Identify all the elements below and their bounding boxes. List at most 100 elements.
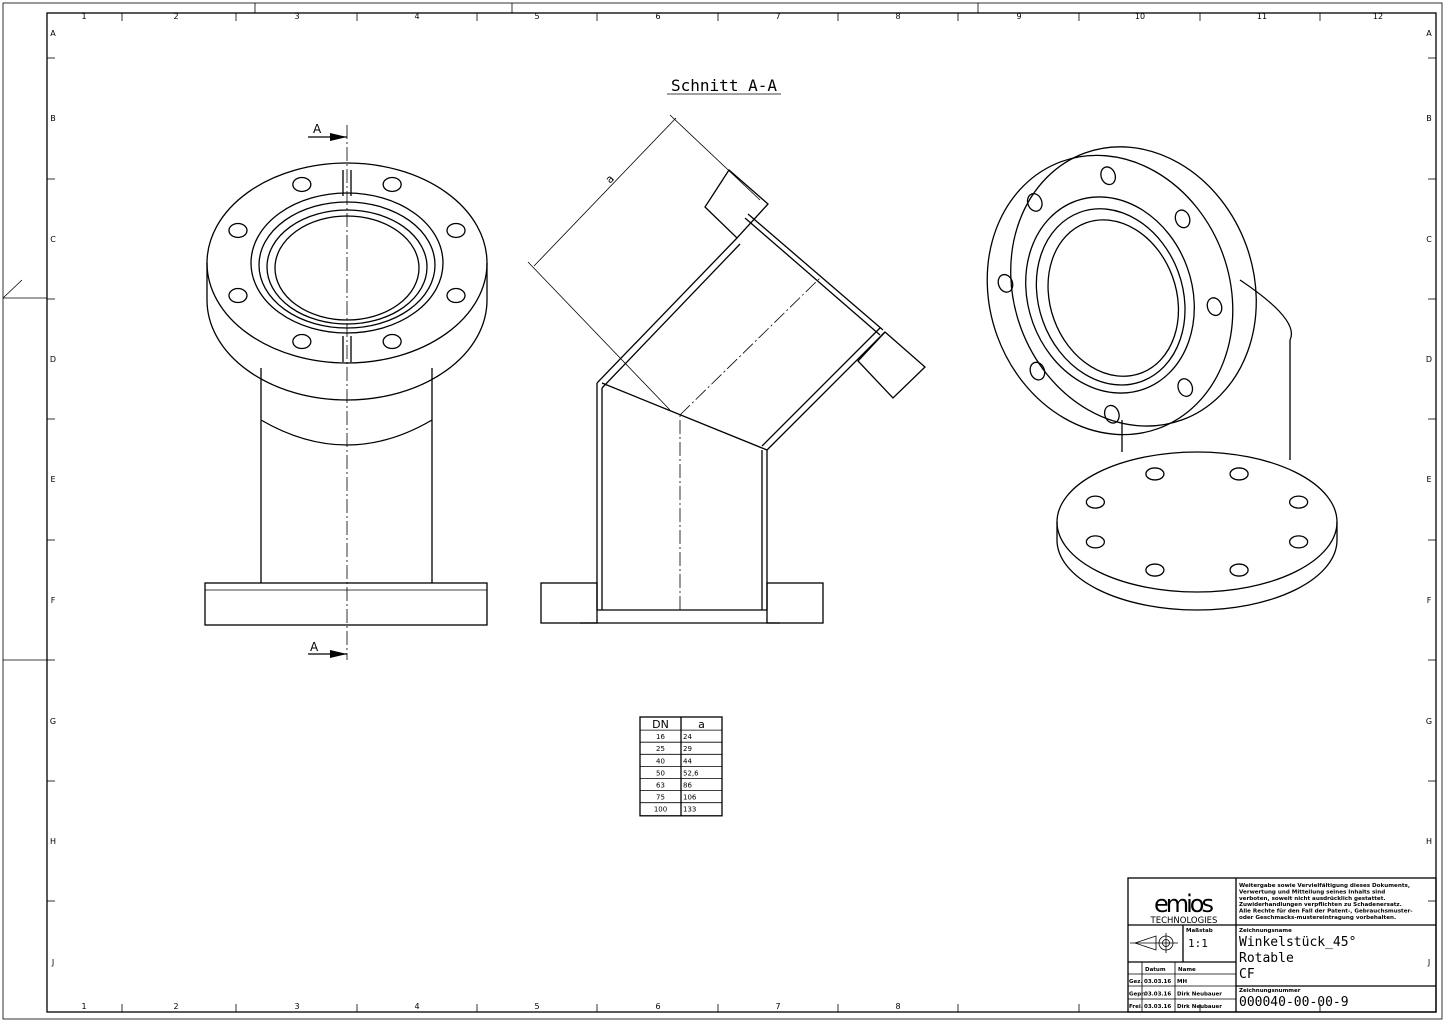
approval-name: Dirk Neubauer (1177, 992, 1222, 998)
zone-column-label: 5 (534, 12, 539, 21)
rotatable-flange (986, 154, 1234, 436)
fold-mark (2, 279, 23, 299)
bolt-hole (228, 287, 248, 304)
table-cell-dn: 50 (656, 769, 665, 777)
flange-section-right (766, 582, 824, 624)
section-view: a (527, 114, 926, 624)
bolt-hole (1145, 563, 1165, 577)
zone-column-label: 12 (1373, 12, 1383, 21)
zone-column-label: 2 (173, 12, 178, 21)
zone-column-label: 9 (1016, 12, 1021, 21)
zone-column-label: 3 (294, 1002, 299, 1011)
title-block: emios TECHNOLOGIES Maßstab 1:1 Datum Nam… (1127, 877, 1437, 1013)
zone-row-label: B (1426, 114, 1432, 123)
zone-column-label: 7 (775, 12, 780, 21)
zone-row-label: H (1426, 837, 1432, 846)
table-cell-dn: 100 (654, 806, 667, 814)
copyright-notice-line: Weitergabe sowie Vervielfältigung dieses… (1239, 883, 1410, 889)
zone-row-label: F (51, 596, 56, 605)
zone-column-label: 7 (775, 1002, 780, 1011)
zone-row-label: G (50, 717, 56, 726)
bolt-hole (1288, 535, 1309, 549)
zone-row-label: H (50, 837, 56, 846)
zone-row-label: B (50, 114, 56, 123)
section-title: Schnitt A-A (671, 76, 777, 95)
zone-row-label: J (1427, 958, 1430, 967)
approval-role: Frei. (1129, 1004, 1143, 1010)
zone-column-label: 3 (294, 12, 299, 21)
zone-column-label: 8 (895, 12, 900, 21)
zone-row-label: F (1427, 596, 1432, 605)
bolt-hole (1100, 166, 1117, 186)
zone-column-label: 4 (414, 1002, 419, 1011)
bolt-hole (1085, 495, 1106, 509)
bolt-hole (1288, 495, 1309, 509)
isometric-view (986, 146, 1338, 611)
bolt-hole (1206, 297, 1223, 317)
zone-column-label: 4 (414, 12, 419, 21)
zone-column-label: 6 (655, 1002, 660, 1011)
table-cell-a: 44 (683, 757, 692, 765)
date-header: Datum (1145, 967, 1166, 973)
zone-row-label: J (51, 958, 54, 967)
zone-column-label: 1 (81, 12, 86, 21)
zone-row-label: A (1426, 29, 1432, 38)
zone-column-label: 10 (1135, 12, 1145, 21)
zone-row-label: G (1426, 717, 1432, 726)
table-header: a (698, 718, 705, 731)
inner-border (46, 12, 1437, 1013)
copyright-notice-line: Verwertung und Mitteilung seines Inhalts… (1239, 889, 1385, 895)
approval-date: 03.03.16 (1144, 992, 1171, 998)
zone-column-label: 6 (655, 12, 660, 21)
drawing-number: 000040-00-00-9 (1239, 995, 1349, 1010)
approval-role: Gez. (1129, 979, 1143, 985)
zone-row-label: D (50, 355, 56, 364)
table-cell-a: 52,6 (683, 769, 699, 777)
bolt-hole (1145, 467, 1165, 481)
cut-label-top: A (313, 122, 322, 136)
zone-row-label: C (1426, 235, 1432, 244)
zone-row-label: E (1426, 475, 1431, 484)
bolt-hole (1229, 467, 1249, 481)
approval-date: 03.03.16 (1144, 1004, 1171, 1010)
table-cell-a: 86 (683, 782, 692, 790)
zone-row-label: C (50, 235, 56, 244)
scale-value: 1:1 (1188, 937, 1208, 950)
zone-column-label: 8 (895, 1002, 900, 1011)
bolt-hole (228, 222, 248, 239)
table-cell-a: 24 (683, 733, 692, 741)
scale-label: Maßstab (1186, 928, 1213, 934)
cut-label-bottom: A (310, 640, 319, 654)
table-cell-dn: 40 (656, 757, 665, 765)
zone-column-label: 5 (534, 1002, 539, 1011)
bolt-hole (292, 333, 312, 350)
company-logo: emios (1154, 890, 1214, 918)
zone-column-label: 1 (81, 1002, 86, 1011)
bolt-hole (997, 273, 1014, 293)
name-header: Name (1178, 967, 1196, 973)
copyright-notice-line: Zuwiderhandlungen verpflichten zu Schade… (1239, 902, 1402, 908)
zone-row-label: E (50, 475, 55, 484)
bolt-hole (382, 333, 402, 350)
table-cell-dn: 75 (656, 794, 665, 802)
drawing-number-label: Zeichnungsnummer (1239, 988, 1301, 994)
projection-symbol (1130, 933, 1178, 953)
bottom-flange (204, 582, 488, 626)
table-cell-dn: 16 (656, 733, 665, 741)
dimension-label: a (603, 172, 617, 186)
front-view: A A (204, 122, 488, 660)
bolt-hole (1026, 192, 1043, 212)
approval-role: Gepr. (1129, 992, 1145, 998)
approval-name: MH (1177, 979, 1187, 985)
bolt-hole (1029, 361, 1046, 381)
table-cell-dn: 63 (656, 782, 665, 790)
bolt-hole (382, 176, 402, 193)
dimension-line (533, 117, 677, 267)
drawing-name-label: Zeichnungsname (1239, 928, 1292, 934)
zone-column-label: 11 (1257, 12, 1267, 21)
bolt-hole (1229, 563, 1249, 577)
